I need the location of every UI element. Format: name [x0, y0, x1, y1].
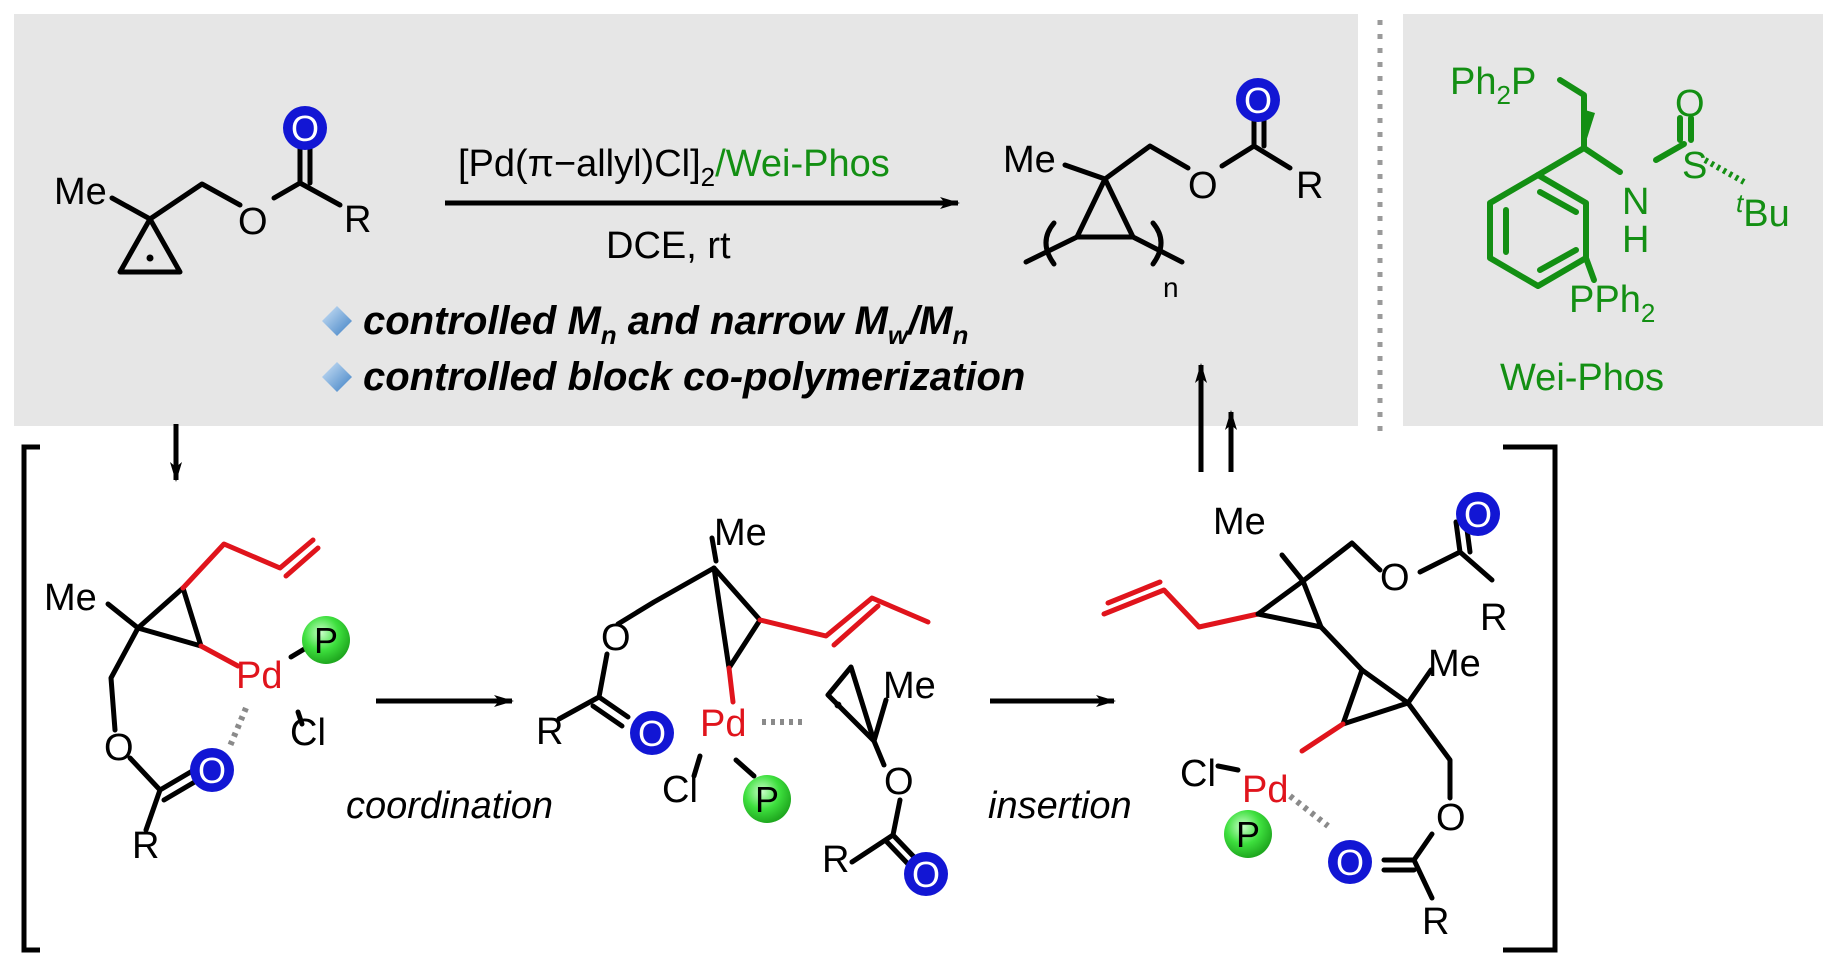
ester-oxygen: O [1188, 165, 1218, 207]
ph2p-label: Ph2P [1450, 61, 1536, 110]
sulfinyl-oxygen: O [1675, 83, 1705, 125]
carbonyl-oxygen-circle [1328, 840, 1372, 884]
ligand-name: Wei-Phos [1500, 357, 1664, 399]
carbonyl-oxygen: O [912, 854, 940, 895]
ester-oxygen: O [104, 727, 134, 769]
ester-oxygen: O [1380, 557, 1410, 599]
intermediate-1: Me Pd Cl O R P O [44, 537, 350, 867]
phosphine-ligand-circle [302, 616, 350, 664]
starting-material: Me O R O [54, 106, 371, 275]
phosphine-ligand: P [1236, 814, 1260, 855]
hydrogen-label: H [1622, 219, 1649, 261]
me-label: Me [1003, 139, 1056, 181]
sulfur-label: S [1682, 145, 1707, 187]
carbonyl-oxygen: O [1244, 80, 1272, 121]
carbonyl-oxygen: O [291, 108, 319, 149]
nitrogen-label: N [1622, 181, 1649, 223]
pd-label: Pd [1242, 769, 1288, 811]
carbonyl-oxygen: O [198, 750, 226, 791]
phosphine-ligand: P [755, 779, 779, 820]
pd-label: Pd [236, 655, 282, 697]
carbonyl-oxygen: O [1464, 494, 1492, 535]
cl-label: Cl [290, 712, 326, 754]
r-group: R [1480, 597, 1507, 639]
intermediate-3: Me Me O O R R Pd Cl P O O [1101, 492, 1507, 943]
me-label: Me [1428, 643, 1481, 685]
insertion-label: insertion [988, 785, 1132, 827]
right-bracket [1503, 444, 1558, 953]
me-label: Me [883, 665, 936, 707]
repeat-n: n [1163, 272, 1179, 303]
ester-oxygen: O [238, 201, 268, 243]
me-label: Me [44, 577, 97, 619]
carbonyl-oxygen-circle [904, 852, 948, 896]
r-group: R [344, 199, 371, 241]
bullet-diamond-icon [322, 362, 352, 392]
intermediate-2: Me Me O O R R Pd Cl P O O [536, 512, 948, 896]
carbonyl-oxygen: O [638, 713, 666, 754]
r-group: R [1296, 165, 1323, 207]
r-group: R [1422, 901, 1449, 943]
r-group: R [822, 839, 849, 881]
carbonyl-oxygen-circle [630, 711, 674, 755]
carbonyl-oxygen-circle [1236, 78, 1280, 122]
bullet-text-1: controlled Mn and narrow Mw/Mn [363, 299, 968, 350]
bullet-diamond-icon [322, 306, 352, 336]
ligand-panel [1403, 14, 1823, 426]
pph2-label: PPh2 [1569, 279, 1655, 328]
cl-label: Cl [662, 769, 698, 811]
me-label: Me [54, 171, 107, 213]
reaction-panel [14, 14, 1358, 426]
conditions-label: DCE, rt [606, 225, 731, 267]
wei-phos-structure: Ph2P O S N H tBu PPh2 Wei-Phos [1450, 61, 1790, 399]
phosphine-ligand: P [314, 620, 338, 661]
r-group: R [536, 711, 563, 753]
me-label: Me [714, 512, 767, 554]
r-group: R [132, 825, 159, 867]
phosphine-ligand-circle [743, 775, 791, 823]
ester-oxygen: O [601, 617, 631, 659]
bullet-text-2: controlled block co-polymerization [363, 355, 1025, 399]
carbonyl-oxygen-circle [190, 748, 234, 792]
catalyst-label: [Pd(π−allyl)Cl]2/Wei-Phos [458, 143, 890, 192]
me-label: Me [1213, 501, 1266, 543]
pd-label: Pd [700, 703, 746, 745]
ester-oxygen: O [1436, 797, 1466, 839]
tbu-label: tBu [1736, 188, 1790, 235]
polymer-product: Me O R n O [1003, 78, 1323, 303]
ester-oxygen: O [884, 761, 914, 803]
carbonyl-oxygen-circle [1456, 492, 1500, 536]
carbonyl-oxygen: O [1336, 842, 1364, 883]
carbonyl-oxygen-circle [283, 106, 327, 150]
phosphine-ligand-circle [1224, 810, 1272, 858]
coordination-label: coordination [346, 785, 553, 827]
left-bracket [21, 444, 40, 953]
cl-label: Cl [1180, 753, 1216, 795]
